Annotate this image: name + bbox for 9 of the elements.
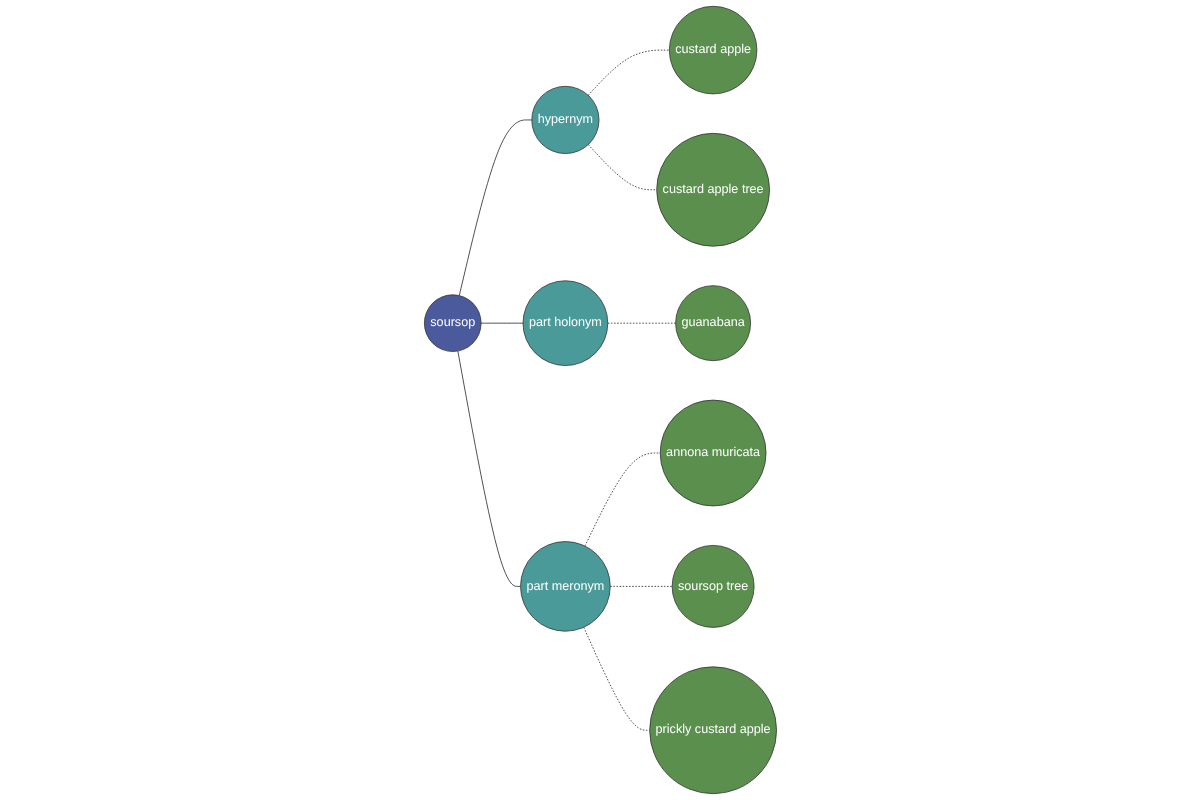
- connector: [458, 119, 532, 296]
- connector: [587, 49, 670, 96]
- connector: [584, 452, 661, 547]
- connector: [457, 350, 521, 587]
- connector: [587, 144, 657, 191]
- connector: [609, 586, 673, 587]
- connector: [606, 322, 676, 324]
- connector: [582, 626, 650, 731]
- connector: [480, 322, 523, 324]
